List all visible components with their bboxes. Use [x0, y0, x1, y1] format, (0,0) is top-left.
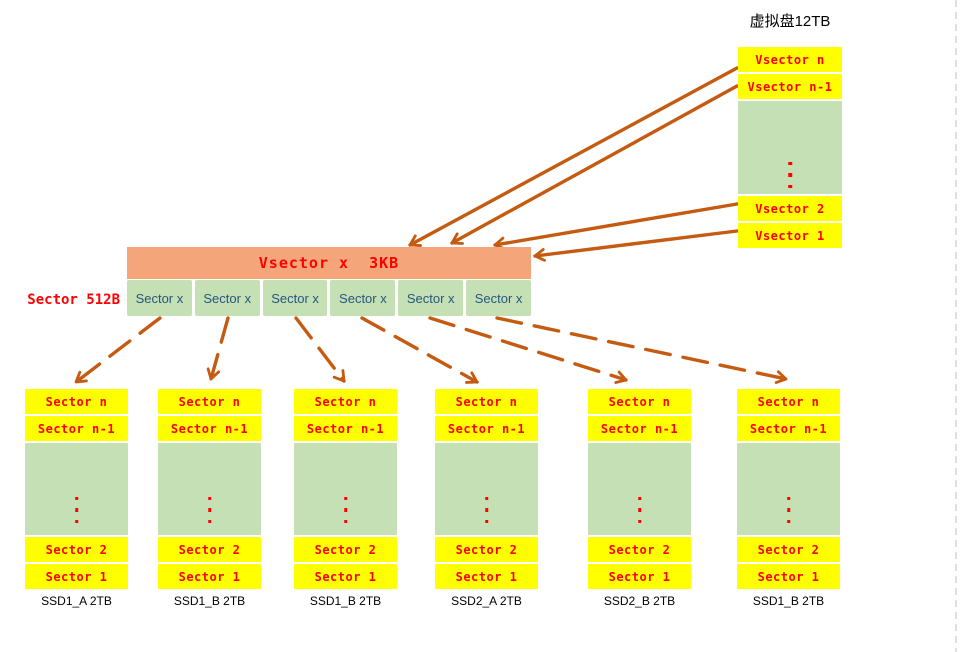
virtual-disk-column: Vsector n Vsector n-1 Vsector 2 Vsector … [738, 47, 842, 248]
vsector-n1-mapping-arrow [450, 84, 739, 245]
ssd-name-label: SSD2_B 2TB [603, 594, 676, 608]
sector-x-cell-2: Sector x [194, 280, 260, 316]
ssd-name-label: SSD1_A 2TB [41, 594, 112, 608]
ssd-name-label: SSD1_B 2TB [752, 594, 825, 608]
sector-mapping-arrow-ssd2 [206, 316, 230, 381]
ssd-cell-sector-n: Sector n [25, 389, 128, 414]
vertical-dots [484, 496, 489, 523]
ssd-cell-sector-n1: Sector n-1 [25, 416, 128, 441]
ssd-column-2: Sector n Sector n-1 Sector 2 Sector 1 SS… [158, 389, 261, 608]
ssd-cell-sector-n: Sector n [158, 389, 261, 414]
vertical-dots [637, 496, 642, 523]
vertical-dots [786, 496, 791, 523]
ssd-cell-sector-2: Sector 2 [158, 537, 261, 562]
ssd-column-1: Sector n Sector n-1 Sector 2 Sector 1 SS… [25, 389, 128, 608]
vsector-1-mapping-arrow [533, 229, 739, 262]
sector-x-cell-5: Sector x [398, 280, 464, 316]
sector-x-cell-4: Sector x [330, 280, 396, 316]
vdisk-cell-vsector-2: Vsector 2 [738, 196, 842, 221]
ssd-cell-sector-1: Sector 1 [25, 564, 128, 589]
sector-x-cell-6: Sector x [466, 280, 531, 316]
vdisk-cell-vsector-n1: Vsector n-1 [738, 74, 842, 99]
ssd-cell-sector-1: Sector 1 [158, 564, 261, 589]
ssd-column-5: Sector n Sector n-1 Sector 2 Sector 1 SS… [588, 389, 691, 608]
ssd-cell-sector-2: Sector 2 [435, 537, 538, 562]
vsector-n-mapping-arrow [408, 66, 739, 247]
ssd-name-label: SSD1_B 2TB [309, 594, 382, 608]
ssd-cell-sector-2: Sector 2 [737, 537, 840, 562]
vsector-bar-cells: Sector x Sector x Sector x Sector x Sect… [127, 280, 531, 316]
ssd-cell-sector-n1: Sector n-1 [294, 416, 397, 441]
ssd-ellipsis-region [158, 443, 261, 535]
sector-mapping-arrow-ssd3 [294, 316, 346, 383]
vdisk-ellipsis-region [738, 101, 842, 194]
ssd-ellipsis-region [294, 443, 397, 535]
sector-mapping-arrow-ssd6 [495, 316, 788, 384]
vertical-dots [343, 496, 348, 523]
ssd-cell-sector-2: Sector 2 [294, 537, 397, 562]
vertical-dots [788, 161, 792, 188]
ssd-ellipsis-region [25, 443, 128, 535]
vdisk-cell-vsector-1: Vsector 1 [738, 223, 842, 248]
vertical-dots [74, 496, 79, 523]
ssd-cell-sector-n1: Sector n-1 [158, 416, 261, 441]
ssd-cell-sector-1: Sector 1 [588, 564, 691, 589]
sector-mapping-arrow-ssd1 [74, 316, 162, 384]
ssd-cell-sector-1: Sector 1 [737, 564, 840, 589]
sector-mapping-arrow-ssd4 [360, 316, 479, 384]
sector-size-label: Sector 512B [27, 291, 120, 308]
ssd-cell-sector-1: Sector 1 [435, 564, 538, 589]
virtual-disk-title: 虚拟盘12TB [749, 13, 831, 30]
ssd-column-4: Sector n Sector n-1 Sector 2 Sector 1 SS… [435, 389, 538, 608]
ssd-column-3: Sector n Sector n-1 Sector 2 Sector 1 SS… [294, 389, 397, 608]
ssd-name-label: SSD2_A 2TB [451, 594, 522, 608]
ssd-ellipsis-region [737, 443, 840, 535]
ssd-cell-sector-n: Sector n [588, 389, 691, 414]
sector-x-cell-1: Sector x [127, 280, 192, 316]
vsector-bar: Vsector x 3KB Sector x Sector x Sector x… [127, 247, 531, 316]
vsector-bar-label: Vsector x 3KB [127, 247, 531, 279]
vertical-dots [207, 496, 212, 523]
ssd-cell-sector-2: Sector 2 [25, 537, 128, 562]
sector-x-cell-3: Sector x [262, 280, 328, 316]
ssd-cell-sector-n1: Sector n-1 [737, 416, 840, 441]
ssd-cell-sector-n: Sector n [294, 389, 397, 414]
ssd-ellipsis-region [435, 443, 538, 535]
ssd-cell-sector-n: Sector n [435, 389, 538, 414]
sector-mapping-arrow-ssd5 [428, 316, 628, 384]
vsector-2-mapping-arrow [493, 202, 739, 251]
ssd-column-6: Sector n Sector n-1 Sector 2 Sector 1 SS… [737, 389, 840, 608]
ssd-cell-sector-n1: Sector n-1 [435, 416, 538, 441]
ssd-cell-sector-n1: Sector n-1 [588, 416, 691, 441]
ssd-ellipsis-region [588, 443, 691, 535]
ssd-cell-sector-1: Sector 1 [294, 564, 397, 589]
ssd-cell-sector-n: Sector n [737, 389, 840, 414]
vdisk-cell-vsector-n: Vsector n [738, 47, 842, 72]
ssd-name-label: SSD1_B 2TB [173, 594, 246, 608]
ssd-cell-sector-2: Sector 2 [588, 537, 691, 562]
